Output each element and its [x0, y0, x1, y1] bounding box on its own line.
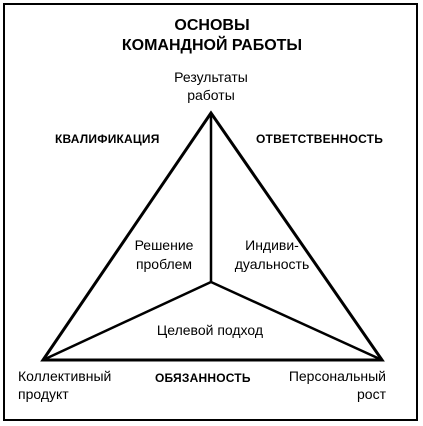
center-to-bottom-left-line — [42, 280, 212, 362]
title-line-2: КОМАНДНОЙ РАБОТЫ — [121, 37, 303, 54]
region-bottom-label: Целевой подход — [156, 322, 264, 338]
vertex-top-line-1: Результаты — [174, 69, 248, 85]
outer-triangle — [40, 110, 385, 362]
side-right-label: ОТВЕТСТВЕННОСТЬ — [256, 132, 384, 146]
title-line-1: ОСНОВЫ — [174, 17, 250, 34]
vertex-top-line-2: работы — [187, 87, 235, 103]
vertex-bottom-left-line-2: продукт — [18, 386, 69, 402]
region-right-line-2: дуальность — [234, 256, 310, 272]
center-to-bottom-right-line — [210, 280, 383, 362]
vertex-bottom-left-line-1: Коллективный — [18, 368, 112, 384]
region-left-line-2: проблем — [135, 256, 193, 272]
vertex-bottom-right-line-2: рост — [357, 386, 386, 402]
region-right-line-1: Индиви- — [245, 237, 299, 253]
side-bottom-label: ОБЯЗАННОСТЬ — [155, 371, 251, 385]
region-left-line-1: Решение — [134, 237, 194, 253]
side-left-label: КВАЛИФИКАЦИЯ — [55, 132, 160, 146]
vertex-bottom-right-line-1: Персональный — [288, 368, 386, 384]
